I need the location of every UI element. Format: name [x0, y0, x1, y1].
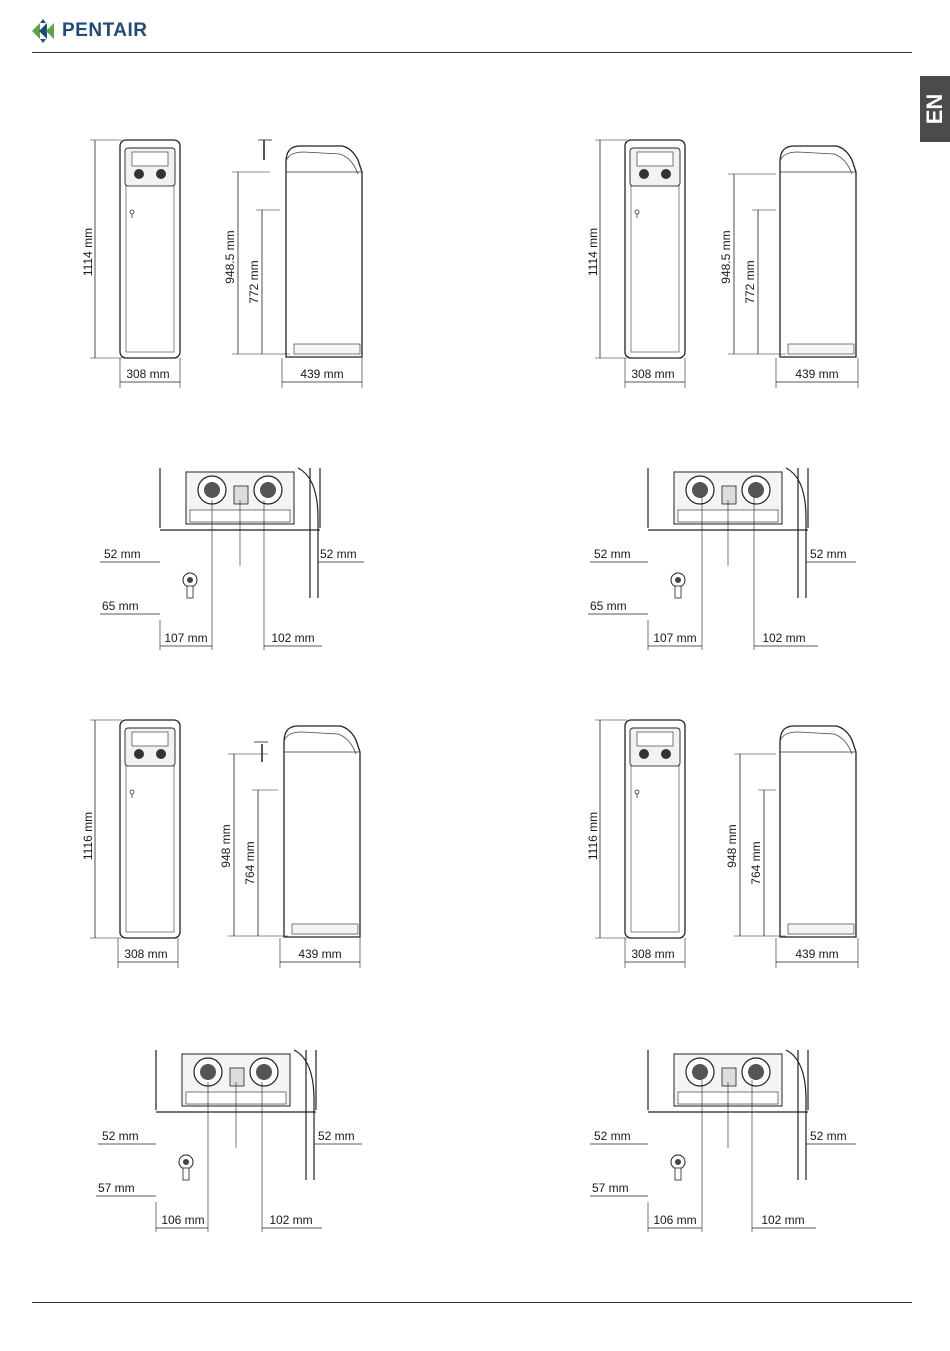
left-offset-label: 52 mm — [104, 547, 141, 561]
inlet-height-label: 948.5 mm — [719, 230, 733, 283]
drain-offset-label: 65 mm — [590, 599, 627, 613]
left-distance-label: 106 mm — [653, 1213, 696, 1227]
drain-height-label: 764 mm — [749, 841, 763, 884]
diagram-6-elevation: 1116 mm 308 mm 948 mm 764 mm 439 mm — [586, 720, 858, 968]
inlet-height-label: 948 mm — [219, 824, 233, 867]
height-label: 1116 mm — [586, 812, 600, 860]
side-width-label: 439 mm — [300, 367, 343, 381]
inlet-height-label: 948 mm — [725, 824, 739, 867]
drain-height-label: 764 mm — [243, 841, 257, 884]
height-label: 1116 mm — [81, 812, 95, 860]
diagram-4-bypass: 52 mm 52 mm 65 mm 107 mm 102 mm — [588, 468, 856, 650]
diagram-1-elevation: 1114 mm 308 mm 948.5 mm 772 mm 439 mm — [81, 140, 362, 388]
right-distance-label: 102 mm — [761, 1213, 804, 1227]
diagram-8-bypass: 52 mm 52 mm 57 mm 106 mm 102 mm — [590, 1050, 856, 1232]
front-width-label: 308 mm — [124, 947, 167, 961]
inlet-height-label: 948.5 mm — [223, 230, 237, 283]
right-offset-label: 52 mm — [810, 547, 847, 561]
left-distance-label: 107 mm — [653, 631, 696, 645]
drain-height-label: 772 mm — [247, 260, 261, 303]
right-offset-label: 52 mm — [320, 547, 357, 561]
height-label: 1114 mm — [81, 228, 95, 276]
drain-offset-label: 57 mm — [592, 1181, 629, 1195]
front-width-label: 308 mm — [631, 947, 674, 961]
side-width-label: 439 mm — [795, 367, 838, 381]
left-distance-label: 106 mm — [161, 1213, 204, 1227]
left-offset-label: 52 mm — [594, 1129, 631, 1143]
height-label: 1114 mm — [586, 228, 600, 276]
side-width-label: 439 mm — [298, 947, 341, 961]
left-distance-label: 107 mm — [164, 631, 207, 645]
front-width-label: 308 mm — [631, 367, 674, 381]
right-distance-label: 102 mm — [762, 631, 805, 645]
diagram-5-elevation: 1116 mm 308 mm 948 mm 764 mm 439 mm — [81, 720, 360, 968]
drain-height-label: 772 mm — [743, 260, 757, 303]
left-offset-label: 52 mm — [594, 547, 631, 561]
side-width-label: 439 mm — [795, 947, 838, 961]
right-distance-label: 102 mm — [271, 631, 314, 645]
diagram-3-bypass: 52 mm 52 mm 65 mm 107 mm 102 mm — [100, 468, 364, 650]
right-offset-label: 52 mm — [810, 1129, 847, 1143]
diagram-7-bypass: 52 mm 52 mm 57 mm 106 mm 102 mm — [96, 1050, 362, 1232]
drain-offset-label: 65 mm — [102, 599, 139, 613]
front-width-label: 308 mm — [126, 367, 169, 381]
diagram-2-elevation: 1114 mm 308 mm 948.5 mm 772 mm 439 mm — [586, 140, 858, 388]
right-offset-label: 52 mm — [318, 1129, 355, 1143]
drain-offset-label: 57 mm — [98, 1181, 135, 1195]
right-distance-label: 102 mm — [269, 1213, 312, 1227]
left-offset-label: 52 mm — [102, 1129, 139, 1143]
